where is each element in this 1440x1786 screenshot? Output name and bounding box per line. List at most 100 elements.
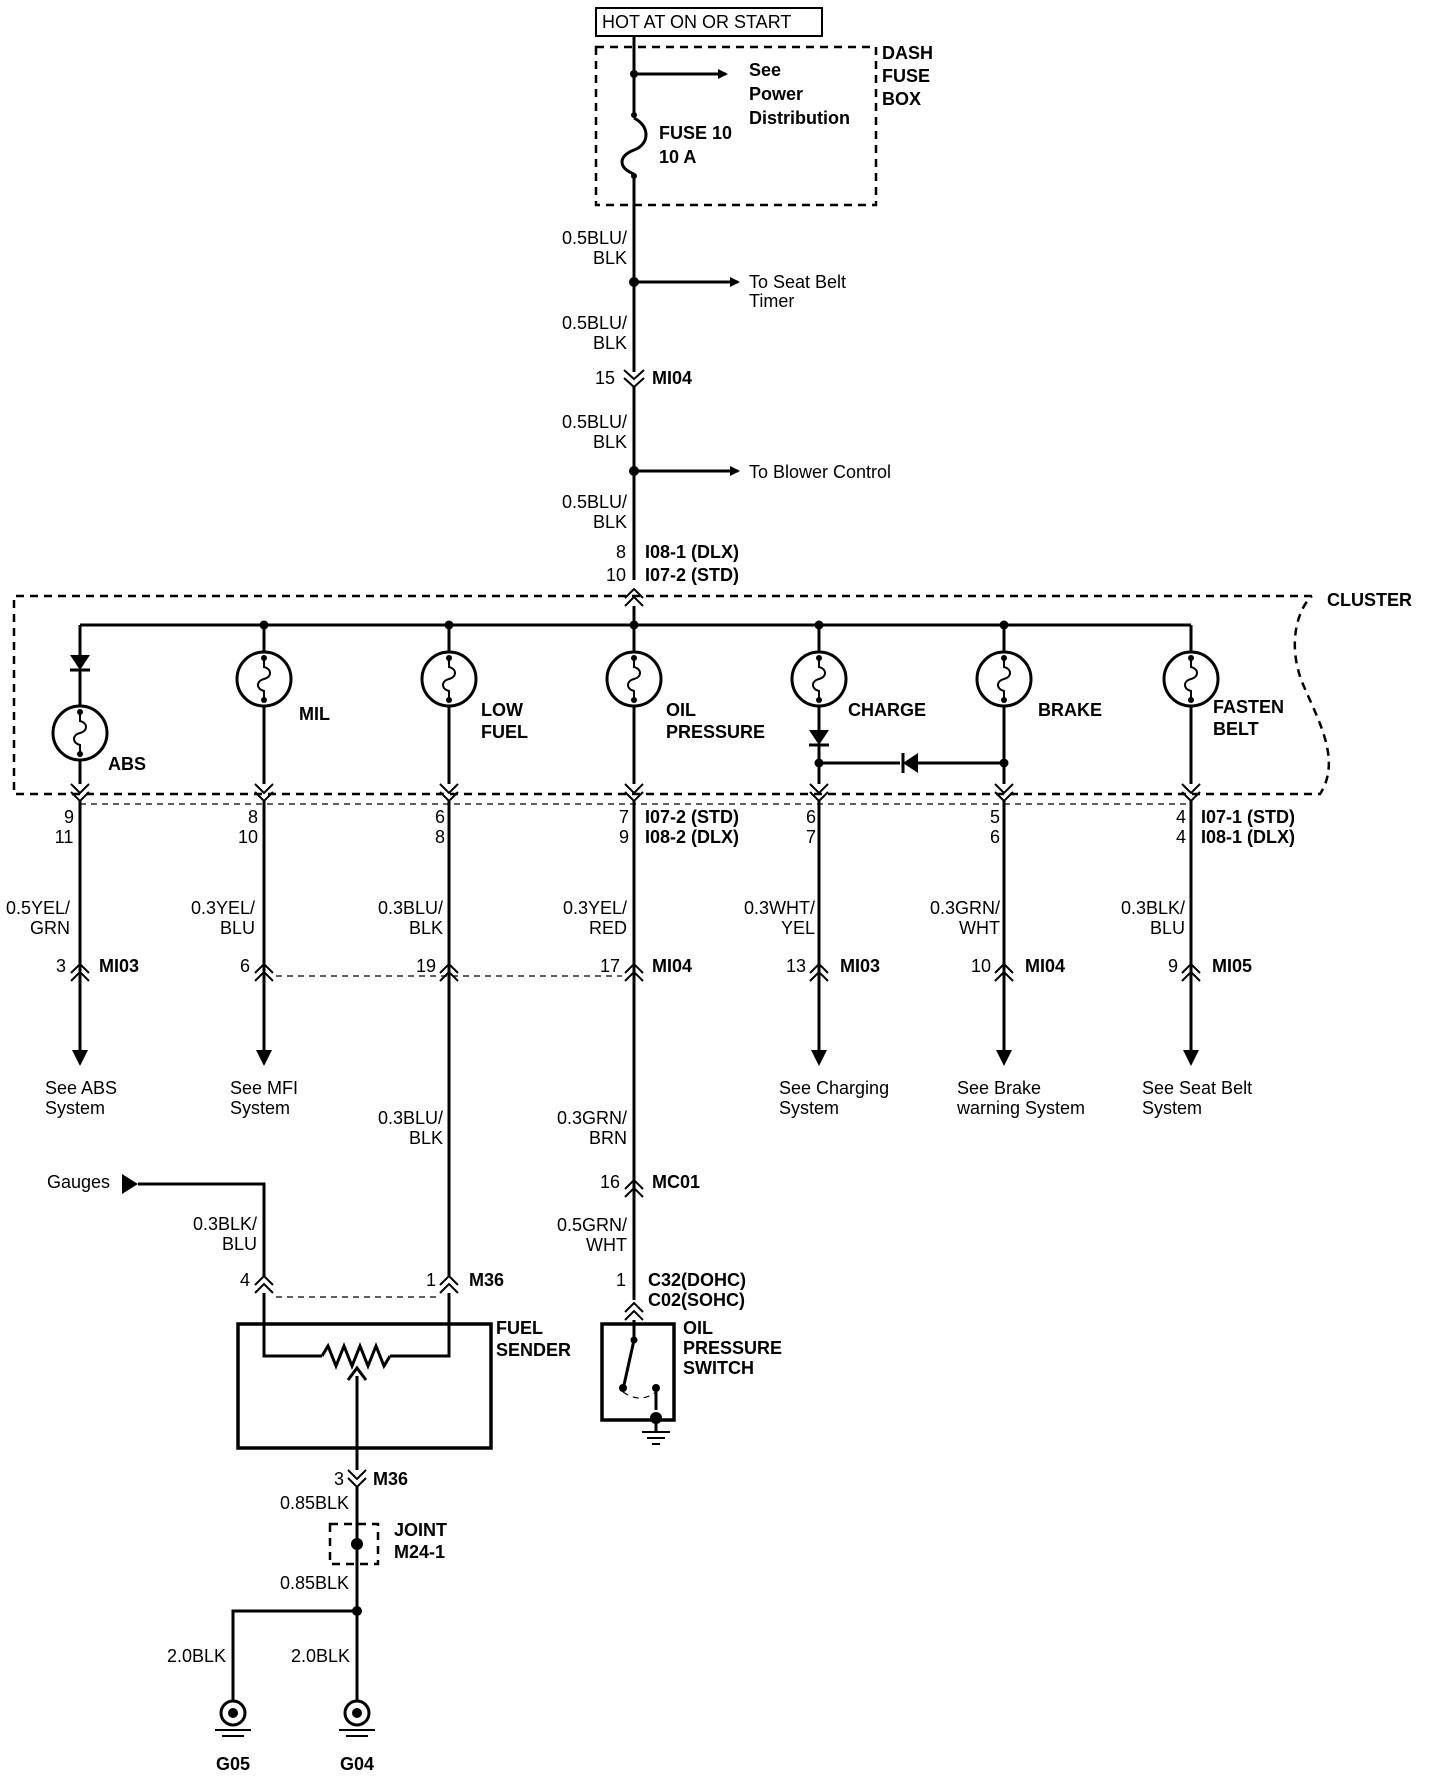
fasten-wire-b: BLU [1150, 918, 1185, 938]
abs-diode [70, 655, 90, 670]
mil-pin2: 6 [240, 956, 250, 976]
feed-wire-1a: 0.5BLU/ [562, 228, 627, 248]
charge-pin-a: 6 [806, 807, 816, 827]
brake-conn2: MI04 [1025, 956, 1065, 976]
seat-belt-timer-2: Timer [749, 291, 794, 311]
connector-i07-i08 [624, 587, 644, 607]
switch-blade [622, 1339, 636, 1386]
gauges-arrow-icon [122, 1174, 138, 1194]
wire-20-b: 2.0BLK [291, 1646, 350, 1666]
oil-wire-b: RED [589, 918, 627, 938]
charge-pin-b: 7 [806, 827, 816, 847]
mi04-pin: 15 [595, 368, 615, 388]
g04-label: G04 [340, 1754, 374, 1774]
cluster-boundary [12, 594, 1330, 796]
fasten-pin-a: 4 [1176, 807, 1186, 827]
brake-lamp-label: BRAKE [1038, 700, 1102, 720]
gauge-wire-a: 0.3BLK/ [193, 1214, 257, 1234]
fuel-sender-label-1: FUEL [496, 1318, 543, 1338]
hot-label-box [595, 7, 823, 37]
power-ref-2: Power [749, 84, 803, 104]
oil-pressure-label-1: OIL [666, 700, 696, 720]
fuse-box-label-3: BOX [882, 89, 921, 109]
oil-pin2: 17 [600, 956, 620, 976]
mil-wire-b: BLU [220, 918, 255, 938]
switch-connector [624, 1301, 644, 1321]
mil-ref-1: See MFI [230, 1078, 298, 1098]
feed-wire-1b: BLK [593, 248, 627, 268]
abs-wire-b: GRN [30, 918, 70, 938]
charge-wire-b: YEL [781, 918, 815, 938]
low-fuel-lamp-icon [420, 650, 478, 708]
mc01-pin: 16 [600, 1172, 620, 1192]
oil-switch-label-3: SWITCH [683, 1358, 754, 1378]
fuel-sender-box [236, 1322, 493, 1450]
brake-pin-a: 5 [990, 807, 1000, 827]
seatbelt-ref-1: See Seat Belt [1142, 1078, 1252, 1098]
feed-wire-4a: 0.5BLU/ [562, 492, 627, 512]
fuse-box-label-1: DASH [882, 43, 933, 63]
power-ref-1: See [749, 60, 781, 80]
abs-ref-1: See ABS [45, 1078, 117, 1098]
oil-conn2: MI04 [652, 956, 692, 976]
fasten-pin2: 9 [1168, 956, 1178, 976]
hot-label: HOT AT ON OR START [602, 12, 791, 32]
ground-icon-g04 [339, 1699, 375, 1737]
fuel-sender-resistor [320, 1341, 392, 1371]
fuse-10-symbol [620, 116, 648, 176]
dash-fuse-box [594, 45, 878, 207]
gauge-wire-b: BLU [222, 1234, 257, 1254]
charge-lamp-label: CHARGE [848, 700, 926, 720]
lowfuel-pin-a: 6 [435, 807, 445, 827]
cluster-bottom-connectors [70, 783, 1201, 803]
mid-connectors [70, 962, 1201, 982]
fuse-box-label-2: FUSE [882, 66, 930, 86]
cluster-label: CLUSTER [1327, 590, 1412, 610]
oil-conn-b: I08-2 (DLX) [645, 827, 739, 847]
oil-switch-label-1: OIL [683, 1318, 713, 1338]
g05-label: G05 [216, 1754, 250, 1774]
oil-wire2-b: WHT [586, 1235, 627, 1255]
feed-wire-2a: 0.5BLU/ [562, 313, 627, 333]
charge-ref-2: System [779, 1098, 839, 1118]
abs-pin2: 3 [56, 956, 66, 976]
switch-ground-icon [642, 1412, 670, 1445]
abs-ref-2: System [45, 1098, 105, 1118]
mil-pin-b: 10 [238, 827, 258, 847]
m36-bottom-connector [347, 1469, 367, 1489]
reference-arrows [72, 1050, 1199, 1066]
charge-wire-a: 0.3WHT/ [744, 898, 815, 918]
brake-ref-1: See Brake [957, 1078, 1041, 1098]
lowfuel-wire-b: BLK [409, 918, 443, 938]
wire-085-b: 0.85BLK [280, 1573, 349, 1593]
wire-20-a: 2.0BLK [167, 1646, 226, 1666]
brake-wire-b: WHT [959, 918, 1000, 938]
abs-pin-a: 9 [64, 807, 74, 827]
m36-label-bottom: M36 [373, 1469, 408, 1489]
fasten-pin-b: 4 [1176, 827, 1186, 847]
low-fuel-label-1: LOW [481, 700, 523, 720]
abs-pin-b: 11 [55, 827, 74, 847]
abs-lamp-label: ABS [108, 754, 146, 774]
brake-lamp-icon [975, 650, 1033, 708]
oil-wire1-a: 0.3GRN/ [557, 1108, 627, 1128]
i08-pin: 8 [616, 542, 626, 562]
low-fuel-label-2: FUEL [481, 722, 528, 742]
abs-lamp-icon [51, 704, 109, 762]
fasten-belt-label-2: BELT [1213, 719, 1259, 739]
charge-conn2: MI03 [840, 956, 880, 976]
fasten-belt-lamp-icon [1162, 650, 1220, 708]
abs-conn2: MI03 [99, 956, 139, 976]
pin-sender: 1 [426, 1270, 436, 1290]
oil-pressure-lamp-icon [605, 650, 663, 708]
fasten-conn-b: I08-1 (DLX) [1201, 827, 1295, 847]
brake-pin-b: 6 [990, 827, 1000, 847]
feed-wire-4b: BLK [593, 512, 627, 532]
switch-conn-b: C02(SOHC) [648, 1290, 745, 1310]
wire-085-a: 0.85BLK [280, 1493, 349, 1513]
feed-wire-2b: BLK [593, 333, 627, 353]
fuel-upper-wire-a: 0.3BLU/ [378, 1108, 443, 1128]
pin-ground: 3 [334, 1469, 344, 1489]
oil-wire-a: 0.3YEL/ [563, 898, 627, 918]
